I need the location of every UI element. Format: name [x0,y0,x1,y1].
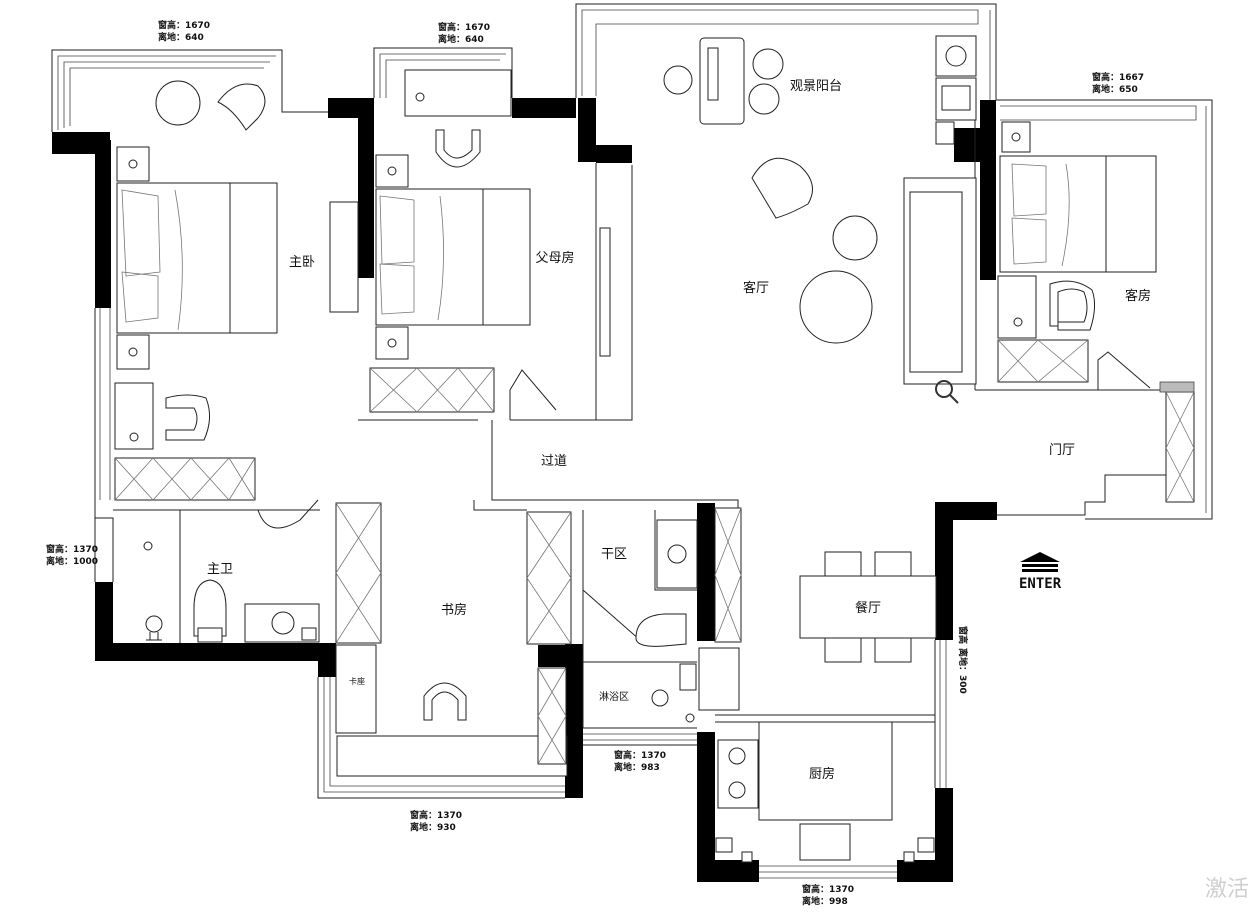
label-dry-area: 干区 [601,547,627,562]
label-master-bath: 主卫 [207,562,233,577]
note-study-bottom-height: 窗高：1370 [410,809,462,821]
note-master-top-height: 窗高：1670 [158,19,210,31]
label-master-bedroom: 主卧 [289,255,315,270]
label-foyer: 门厅 [1049,443,1075,458]
note-bath-left-height: 窗高：1370 [46,543,98,555]
room-labels: 主卧 父母房 观景阳台 客厅 客房 过道 门厅 主卫 书房 干区 淋浴区 餐厅 … [207,79,1151,782]
label-shower-area: 淋浴区 [599,690,629,703]
note-bath-left-sill: 离地：1000 [46,555,98,567]
walls [52,98,997,882]
note-dining-right-sill: 离地：300 [957,648,969,694]
note-study-bottom-sill: 离地：930 [410,821,456,833]
note-parents-top-sill: 离地：640 [438,33,484,45]
note-guest-top-height: 窗高：1667 [1092,71,1144,83]
note-dining-right-height: 窗高 [957,626,969,644]
label-kazuo: 卡座 [349,676,365,686]
note-shower-bottom-height: 窗高：1370 [614,749,666,761]
label-living-room: 客厅 [743,280,769,296]
furniture [113,35,1195,863]
label-kitchen: 厨房 [809,766,835,782]
watermark: 激活 [1205,877,1249,902]
note-parents-top-height: 窗高：1670 [438,21,490,33]
note-shower-bottom-sill: 离地：983 [614,761,660,773]
note-guest-top-sill: 离地：650 [1092,83,1138,95]
window-notes: 窗高：1670 离地：640 窗高：1670 离地：640 窗高：1667 离地… [46,19,1144,907]
label-corridor: 过道 [541,454,567,469]
note-master-top-sill: 离地：640 [158,31,204,43]
entrance-label: ENTER [1019,576,1062,592]
note-kitchen-bottom-sill: 离地：998 [802,895,848,907]
enter-arrow-icon [1020,552,1060,572]
label-dining-room: 餐厅 [855,600,881,616]
label-view-balcony: 观景阳台 [790,79,842,94]
wall-outlines [51,3,1213,879]
label-study: 书房 [441,602,467,618]
label-guest-room: 客房 [1125,288,1151,304]
note-kitchen-bottom-height: 窗高：1370 [802,883,854,895]
label-parents-room: 父母房 [535,250,574,266]
magnifier-icon[interactable] [935,380,959,404]
